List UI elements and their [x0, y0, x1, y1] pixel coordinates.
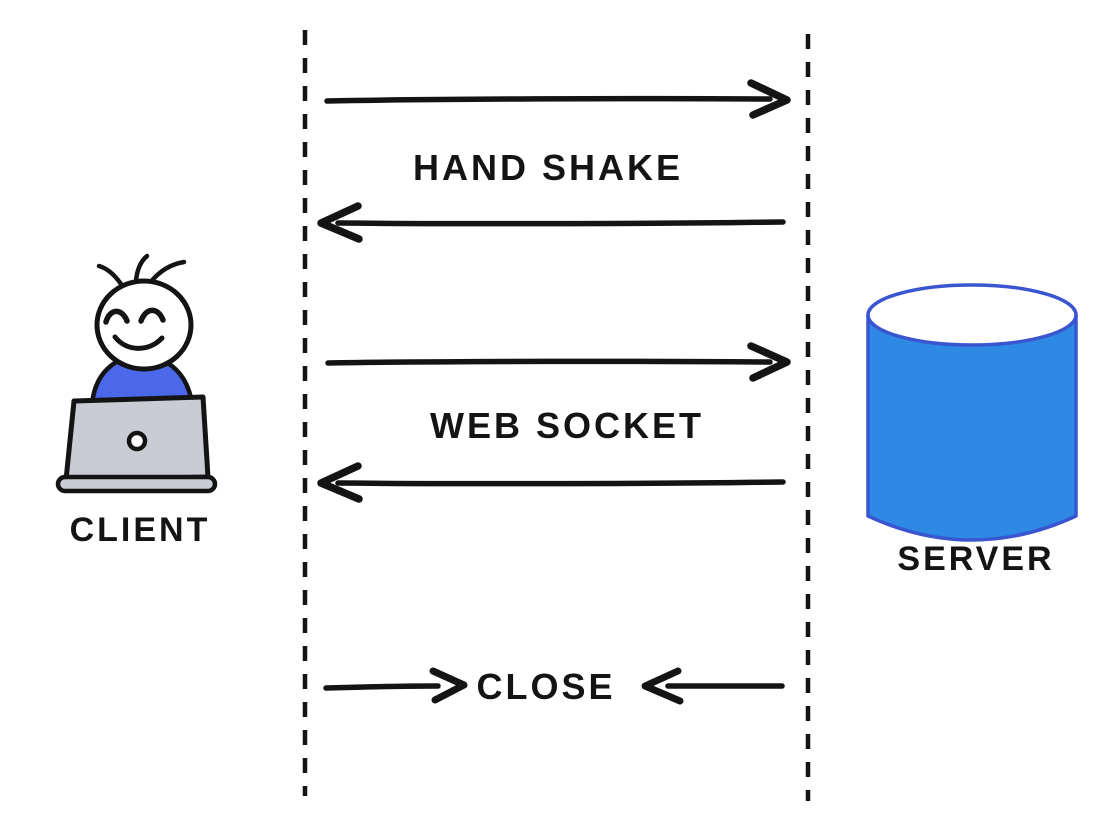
arrow-head — [747, 79, 791, 119]
cylinder-body — [866, 313, 1078, 542]
arrow-shaft — [325, 358, 773, 366]
arrow-right-icon — [323, 667, 468, 704]
message-websocket: WEB SOCKET — [317, 342, 791, 503]
person-eye-left — [103, 308, 130, 325]
message-label: CLOSE — [476, 666, 615, 707]
message-label: HAND SHAKE — [413, 147, 683, 188]
arrow-head — [317, 202, 363, 243]
arrow-head — [641, 667, 684, 705]
arrow-head — [429, 667, 468, 704]
laptop-base — [55, 474, 218, 494]
person-head — [94, 278, 194, 372]
arrow-right-icon — [324, 79, 791, 119]
arrow-head — [317, 462, 363, 503]
hair-stroke — [133, 253, 150, 284]
person-at-laptop-icon — [55, 253, 218, 494]
person-eye-right — [138, 307, 166, 324]
client-node: CLIENT — [55, 253, 218, 549]
cylinder-top — [866, 283, 1078, 347]
person-smile — [112, 334, 165, 351]
client-label: CLIENT — [70, 511, 211, 549]
message-label: WEB SOCKET — [430, 405, 704, 446]
arrow-left-icon — [641, 667, 785, 705]
laptop-logo — [126, 430, 148, 452]
arrow-shaft — [335, 479, 786, 487]
server-label: SERVER — [897, 540, 1054, 578]
arrow-left-icon — [317, 202, 786, 243]
arrow-shaft — [323, 683, 441, 691]
arrow-head — [747, 342, 791, 382]
arrow-shaft — [324, 95, 773, 104]
message-close: CLOSE — [323, 666, 785, 707]
message-handshake: HAND SHAKE — [317, 79, 791, 243]
arrow-left-icon — [317, 462, 786, 503]
arrow-right-icon — [325, 342, 791, 382]
arrow-shaft — [335, 219, 786, 227]
database-cylinder-icon — [866, 283, 1078, 542]
hair-stroke — [96, 263, 124, 287]
server-node: SERVER — [866, 283, 1078, 578]
